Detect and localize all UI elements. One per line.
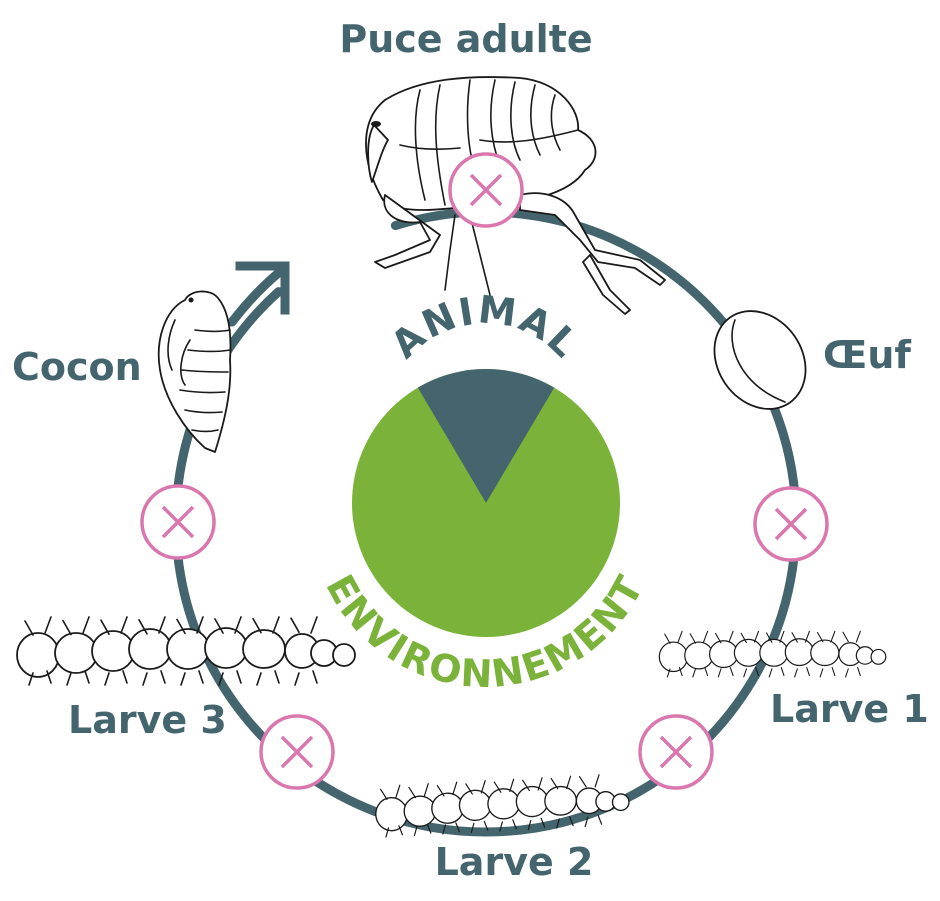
cross-circle-icon [638,714,714,790]
cross-circle-icon [753,486,829,562]
egg-icon [713,310,807,410]
cycle-arrow-icon [235,261,290,315]
cross-circle-icon [140,484,216,560]
cycle-arrow-shaft [227,265,287,327]
cross-circle-icon [448,152,524,228]
stage-label-adult: Puce adulte [339,17,592,61]
pie-chart [352,369,620,637]
stage-label-larva-2: Larve 2 [435,840,594,884]
larva-1-icon [658,630,887,678]
stage-label-egg: Œuf [823,333,911,377]
stage-label-larva-1: Larve 1 [770,687,929,731]
larva-3-icon [16,616,356,686]
pie-label-animal: ANIMAL [383,287,588,367]
cocoon-icon [157,290,232,453]
pie-slice-animal [417,369,555,503]
larva-2-icon [375,774,630,838]
cross-markers [140,152,829,790]
cross-circle-icon [259,714,335,790]
stage-label-cocoon: Cocon [12,345,142,389]
stage-label-larva-3: Larve 3 [68,698,227,742]
